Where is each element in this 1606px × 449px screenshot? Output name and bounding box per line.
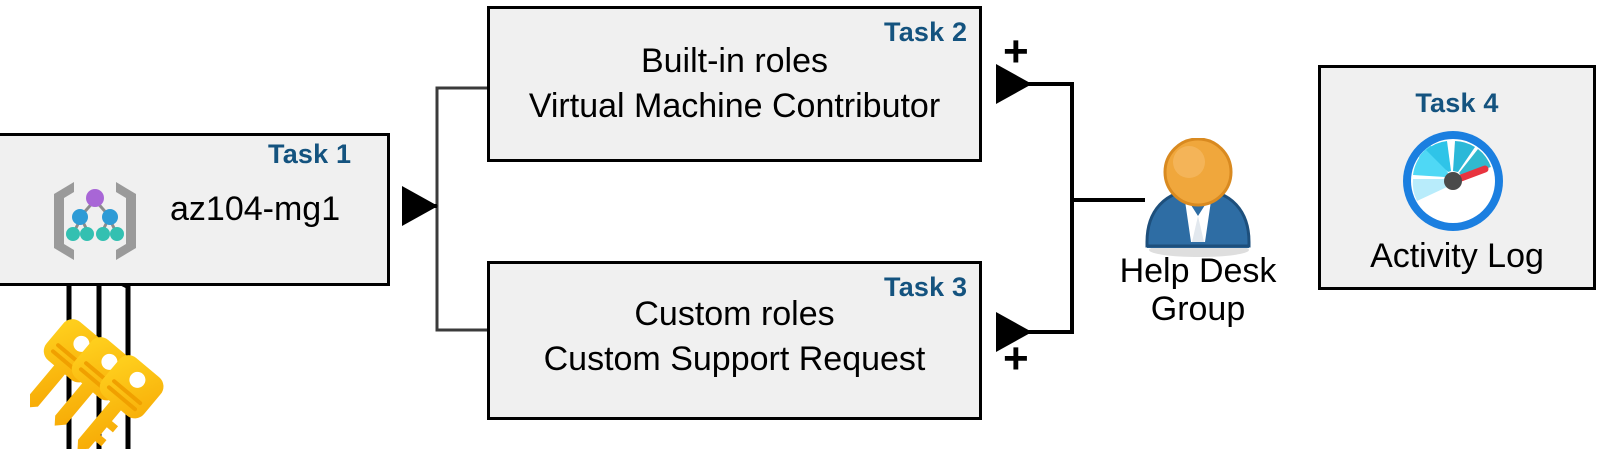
help-desk-caption-line1: Help Desk [1119,252,1277,290]
plus-bottom-operator: + [1003,334,1029,383]
help-desk-group-caption: Help Desk Group [1088,252,1308,328]
task3-box[interactable] [487,261,982,420]
plus-top-operator: + [1003,27,1029,76]
task2-text-line1: Built-in roles [640,42,829,80]
task1-box[interactable] [0,133,390,286]
task2-label: Task 2 [884,17,968,47]
task1-text-line1: az104-mg1 [170,190,341,228]
task4-label: Task 4 [1415,88,1499,118]
task2-text-line2: Virtual Machine Contributor [528,87,941,125]
task3-label: Task 3 [884,272,968,302]
task2-box[interactable] [487,6,982,162]
gauge-icon [1400,128,1506,234]
connector-tasks-to-mg [402,86,489,332]
task4-text-line1: Activity Log [1370,237,1544,275]
task3-text-line2: Custom Support Request [543,340,926,378]
task3-text-line1: Custom roles [634,295,835,333]
person-icon [1133,137,1263,260]
task1-label: Task 1 [268,139,352,169]
management-group-icon [46,172,144,270]
help-desk-caption-line2: Group [1150,290,1246,329]
keys-icon [26,315,170,449]
